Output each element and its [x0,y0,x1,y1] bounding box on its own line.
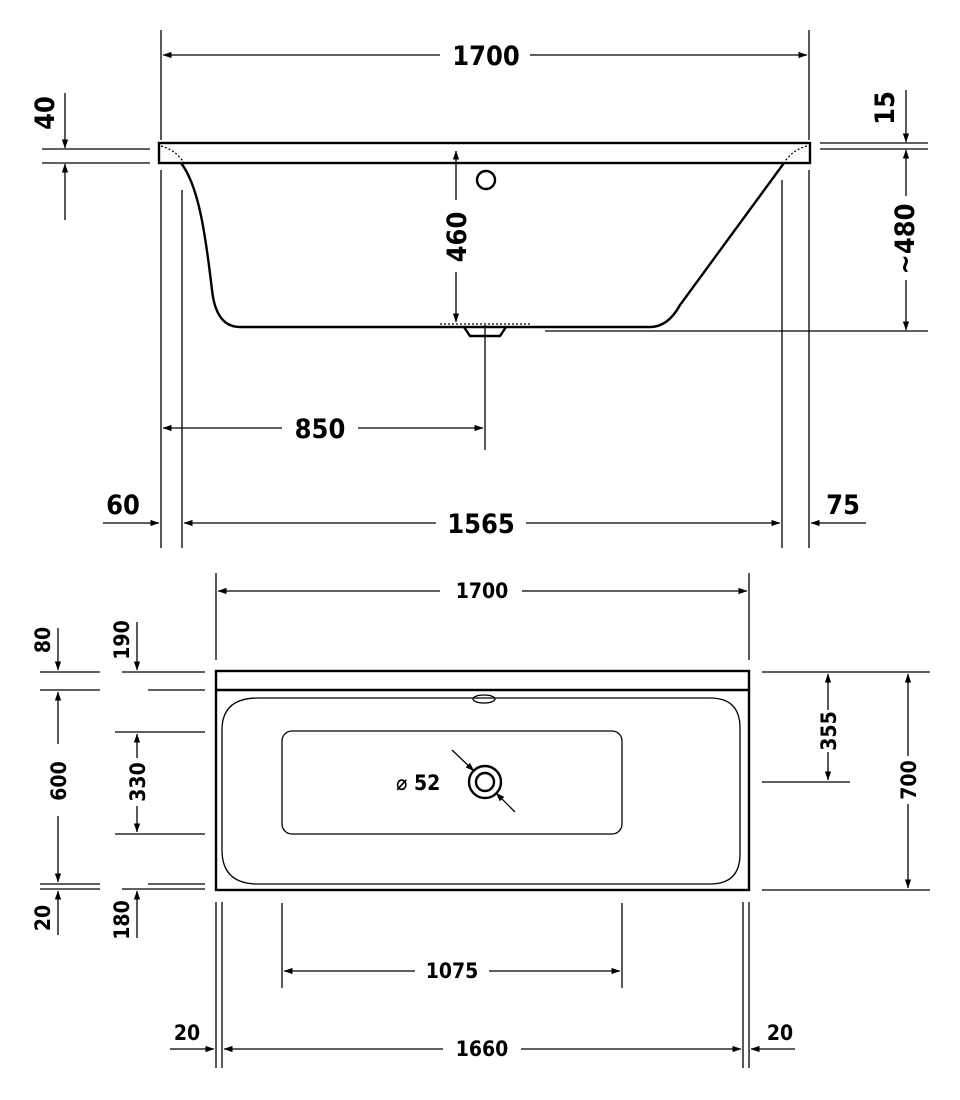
dimension-label: 20 [31,905,55,931]
dimension-label: 850 [295,414,346,445]
tub-basin-floor [281,730,623,835]
drain: ⌀ 52 [396,749,516,813]
dimension-rim-thickness: 40 [30,93,69,220]
dimension-label: 20 [174,1021,200,1045]
dimension-total-height: ~480 [890,149,921,331]
dimension-right-offset: 75 [810,490,866,527]
dimension-label: 60 [106,490,140,521]
dimension-label: 1660 [456,1037,509,1061]
dimension-bottom-to-basin: 180 [110,890,141,940]
tub-body-outline [180,162,785,329]
dimension-label: 75 [826,490,860,521]
dimension-inner-width: 600 [47,691,71,883]
dimension-label: 20 [767,1021,793,1045]
overflow-hole [475,169,497,191]
overflow-opening [472,694,496,704]
dimension-label: 460 [442,212,473,263]
dimension-top-offset: 80 [31,627,62,671]
dimension-right-offset-plan: 20 [750,1021,795,1053]
drain-outlet [463,326,507,338]
rim-radius [783,145,808,164]
dimension-label: 1700 [456,579,509,603]
dimension-inner-length: 1660 [223,1037,742,1061]
drain-outer-ring [467,764,503,800]
dimension-label: 330 [126,762,150,801]
dimension-drain-position: 850 [162,414,484,445]
dimension-label: 1075 [426,959,479,983]
drain-inner-ring [474,771,496,793]
dimension-basin-width: 330 [126,733,150,833]
dimension-arrow [495,792,516,813]
dimension-label: 40 [30,96,61,130]
dimension-label: ~480 [890,203,921,274]
top-view: ⌀ 52 1700 80 190 600 330 [31,573,930,1068]
dimension-drain-to-edge: 355 [817,673,841,781]
dimension-overall-width: 700 [897,673,921,889]
dimension-inner-depth: 460 [442,150,473,323]
dimension-label: 15 [870,91,901,125]
dimension-label: 1700 [452,41,520,72]
dimension-rim-top: 15 [870,90,910,143]
tub-rim [157,141,812,165]
dimension-label: 80 [31,627,55,653]
rim-radius [160,145,185,164]
dimension-label: 190 [110,620,134,659]
dimension-label: 700 [897,760,921,799]
dimension-overall-length-top: 1700 [162,41,808,72]
tub-inner-rim [221,697,741,885]
side-view: 1700 40 15 ~480 460 850 [30,30,928,548]
dimension-label: ⌀ 52 [396,771,440,795]
dimension-label: 1565 [447,509,515,540]
dimension-label: 355 [817,711,841,750]
dimension-bottom-offset: 20 [31,890,62,935]
dimension-basin-length: 1075 [283,959,621,983]
dimension-label: 180 [110,900,134,939]
dimension-overall-length-plan: 1700 [217,579,748,603]
dimension-base-length: 1565 [183,509,781,540]
dimension-arrow [451,749,475,772]
dimension-left-offset-plan: 20 [170,1021,215,1053]
dimension-left-offset: 60 [103,490,160,527]
tub-outline-plan [214,669,751,892]
dimension-top-to-basin: 190 [110,620,141,671]
dimension-label: 600 [47,761,71,800]
